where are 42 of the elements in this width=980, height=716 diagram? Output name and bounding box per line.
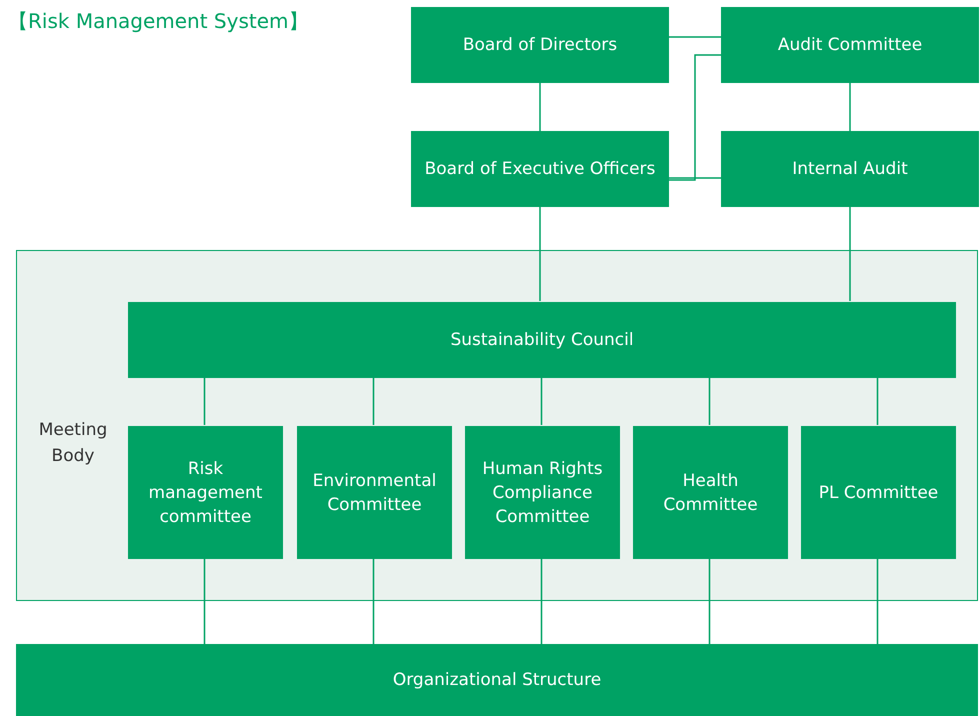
org-box [633, 426, 788, 559]
connector-line [539, 83, 541, 131]
box-label: Sustainability Council [450, 329, 634, 352]
connector-line [849, 83, 851, 131]
connector-line [539, 207, 541, 301]
connector-line [669, 54, 721, 181]
box-label: Health Committee [662, 470, 759, 516]
org-box [721, 131, 979, 207]
box-label: Board of Directors [462, 34, 618, 57]
box-label: Internal Audit [792, 158, 908, 181]
connector-line [669, 177, 721, 179]
diagram-title: 【Risk Management System】 [8, 8, 308, 35]
box-label: Environmental Committee [312, 470, 438, 516]
connector-line [372, 558, 374, 644]
org-box [16, 644, 978, 716]
org-box [411, 131, 669, 207]
connector-line [708, 558, 710, 644]
box-label: Organizational Structure [392, 669, 602, 692]
org-box [411, 7, 669, 83]
org-box [128, 426, 283, 559]
box-label: PL Committee [818, 482, 938, 504]
box-label: Human Rights Compliance Committee [481, 458, 604, 528]
box-label: Risk management committee [148, 458, 264, 528]
org-box [465, 426, 620, 559]
box-label: Audit Committee [778, 34, 922, 57]
org-box [721, 7, 979, 83]
connector-line [204, 377, 206, 425]
connector-line [540, 377, 542, 425]
group-panel [16, 250, 978, 601]
connector-line [876, 377, 878, 425]
org-box [801, 426, 956, 559]
connector-line [204, 558, 206, 644]
group-label: Meeting Body [38, 419, 108, 468]
connector-line [372, 377, 374, 425]
connector-line [708, 377, 710, 425]
connector-line [876, 558, 878, 644]
connector-line [669, 36, 721, 38]
connector-line [540, 558, 542, 644]
box-label: Board of Executive Officers [424, 158, 656, 181]
org-box [128, 302, 956, 378]
org-box [297, 426, 452, 559]
connector-line [849, 207, 851, 301]
